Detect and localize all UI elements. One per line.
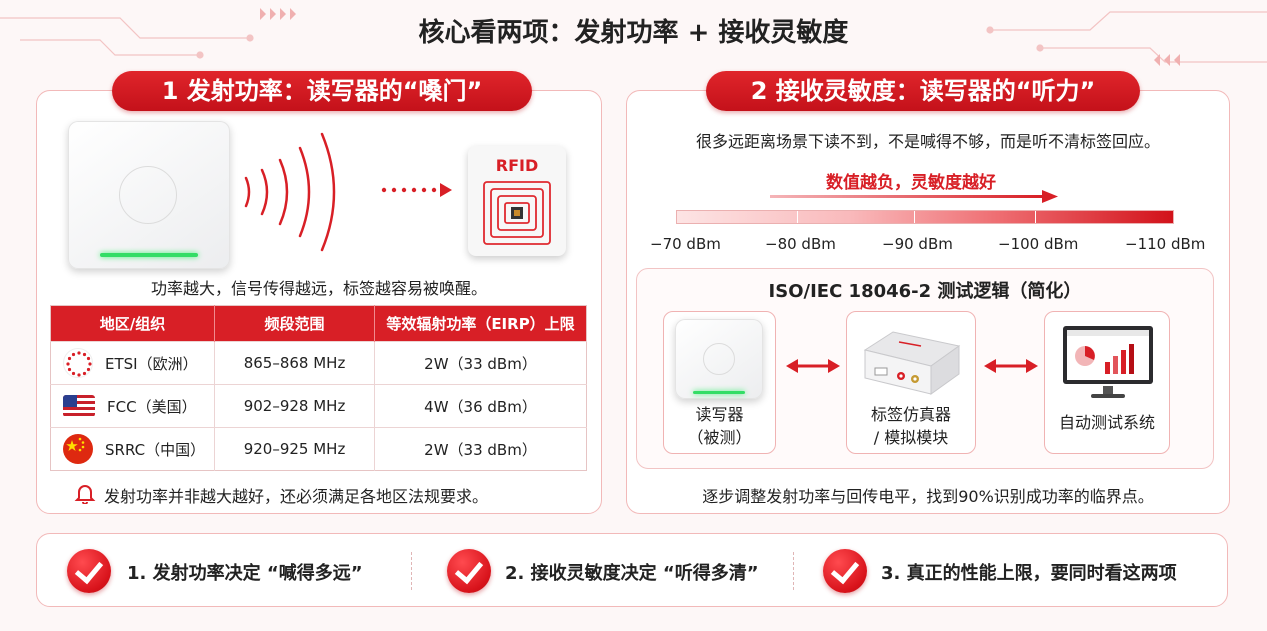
band-cell: 920–925 MHz bbox=[214, 427, 375, 471]
sensitivity-direction-arrow bbox=[770, 190, 1058, 203]
sensitivity-scale-bar bbox=[676, 210, 1174, 224]
test-logic-footer: 逐步调整发射功率与回传电平，找到90%识别成功率的临界点。 bbox=[702, 487, 1154, 506]
radio-waves-icon bbox=[244, 132, 336, 252]
region-name: SRRC（中国） bbox=[105, 440, 206, 459]
summary-item: 2. 接收灵敏度决定 “听得多清” bbox=[505, 563, 759, 584]
bell-icon bbox=[74, 485, 96, 504]
rfid-tag-text: RFID bbox=[495, 156, 539, 175]
scale-tick-label: −80 dBm bbox=[765, 235, 836, 253]
table-header-eirp: 等效辐射功率（EIRP）上限 bbox=[374, 305, 587, 342]
receive-sensitivity-ribbon: 2 接收灵敏度：读写器的“听力” bbox=[706, 71, 1140, 111]
reader-device-image bbox=[675, 319, 763, 399]
table-row: FCC（美国） 902–928 MHz 4W（36 dBm） bbox=[50, 384, 587, 428]
signal-arrow-icon bbox=[381, 183, 452, 197]
table-row: SRRC（中国） 920–925 MHz 2W（33 dBm） bbox=[50, 427, 587, 471]
scale-tick-label: −70 dBm bbox=[650, 235, 721, 253]
sensitivity-intro: 很多远距离场景下读不到，不是喊得不够，而是听不清标签回应。 bbox=[695, 132, 1160, 151]
us-flag-icon bbox=[63, 395, 95, 417]
region-name: FCC（美国） bbox=[107, 397, 197, 416]
eirp-regulation-table: 地区/组织 频段范围 等效辐射功率（EIRP）上限 bbox=[50, 305, 587, 471]
eu-flag-icon bbox=[63, 348, 93, 378]
tag-emulator-box: 标签仿真器 / 模拟模块 bbox=[846, 311, 976, 454]
dut-reader-box: 读写器 （被测） bbox=[663, 311, 776, 454]
box-sublabel: / 模拟模块 bbox=[873, 428, 949, 447]
table-header-region: 地区/组织 bbox=[50, 305, 215, 342]
summary-bar: 1. 发射功率决定 “喊得多远” 2. 接收灵敏度决定 “听得多清” 3. 真正… bbox=[36, 533, 1228, 607]
monitor-dashboard-icon bbox=[1063, 326, 1153, 398]
scale-tick-label: −90 dBm bbox=[882, 235, 953, 253]
transmit-power-ribbon: 1 发射功率：读写器的“嗓门” bbox=[112, 71, 532, 111]
page-title: 核心看两项：发射功率 + 接收灵敏度 bbox=[418, 18, 849, 48]
check-icon bbox=[823, 549, 867, 593]
tag-emulator-device-icon bbox=[863, 331, 961, 395]
region-name: ETSI（欧洲） bbox=[105, 354, 198, 373]
box-label: 标签仿真器 bbox=[870, 405, 951, 424]
box-sublabel: （被测） bbox=[687, 428, 752, 447]
box-label: 读写器 bbox=[695, 405, 744, 424]
eirp-cell: 2W（33 dBm） bbox=[374, 427, 587, 471]
band-cell: 865–868 MHz bbox=[214, 341, 375, 385]
table-row: ETSI（欧洲） 865–868 MHz 2W（33 dBm） bbox=[50, 341, 587, 385]
regulation-warning: 发射功率并非越大越好，还必须满足各地区法规要求。 bbox=[104, 487, 489, 506]
divider bbox=[411, 552, 412, 590]
rfid-tag-image: RFID bbox=[468, 146, 566, 256]
eirp-cell: 4W（36 dBm） bbox=[374, 384, 587, 428]
cn-flag-icon bbox=[63, 434, 93, 464]
bidirectional-arrow-icon bbox=[786, 359, 840, 373]
reader-device-image bbox=[68, 121, 230, 269]
box-label: 自动测试系统 bbox=[1058, 413, 1155, 432]
sensitivity-arrow-label: 数值越负，灵敏度越好 bbox=[826, 173, 996, 193]
auto-test-system-box: 自动测试系统 bbox=[1044, 311, 1170, 454]
scale-tick-label: −110 dBm bbox=[1125, 235, 1206, 253]
divider bbox=[793, 552, 794, 590]
test-logic-title: ISO/IEC 18046-2 测试逻辑（简化） bbox=[768, 281, 1082, 302]
circuit-decoration-right bbox=[986, 11, 1267, 66]
antenna-coil-icon bbox=[483, 181, 551, 245]
band-cell: 902–928 MHz bbox=[214, 384, 375, 428]
summary-item: 3. 真正的性能上限，要同时看这两项 bbox=[881, 563, 1177, 584]
check-icon bbox=[447, 549, 491, 593]
power-caption: 功率越大，信号传得越远，标签越容易被唤醒。 bbox=[150, 279, 487, 298]
eirp-cell: 2W（33 dBm） bbox=[374, 341, 587, 385]
scale-tick-label: −100 dBm bbox=[998, 235, 1079, 253]
bidirectional-arrow-icon bbox=[984, 359, 1038, 373]
check-icon bbox=[67, 549, 111, 593]
circuit-decoration-left bbox=[0, 8, 296, 59]
table-header-band: 频段范围 bbox=[214, 305, 375, 342]
summary-item: 1. 发射功率决定 “喊得多远” bbox=[127, 563, 363, 584]
